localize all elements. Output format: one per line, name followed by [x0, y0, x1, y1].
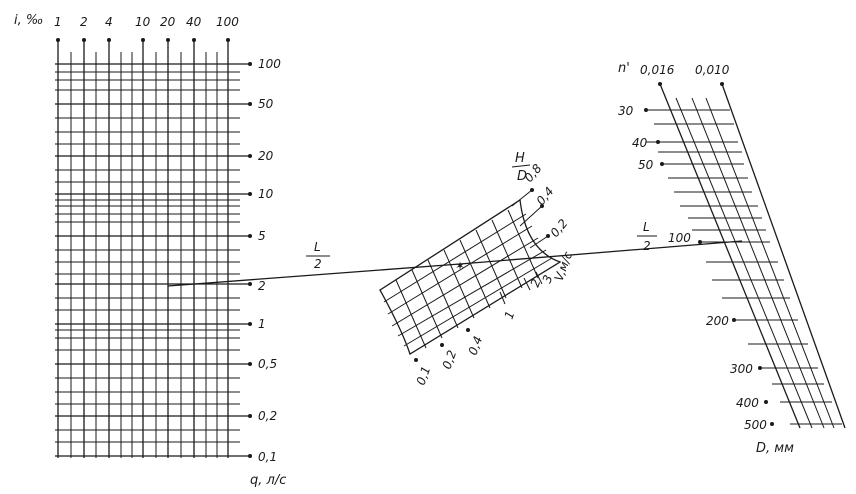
middle-grid: H D 0,8 0,4 0,2 1 2 3 V,м/с 0,1 0,2 0,4 … [379, 151, 576, 387]
left-right-label: 1 [258, 317, 266, 331]
left-right-label: 0,1 [258, 450, 277, 464]
right-left-value: 500 [744, 418, 767, 432]
velocity-label: V,м/с [552, 249, 576, 283]
right-top-value: 0,010 [695, 63, 730, 77]
right-grid-bottom-label: D, мм [756, 441, 794, 456]
hd-label-top: H [515, 151, 525, 166]
right-fraction-top: L [643, 220, 650, 234]
left-right-label: 100 [258, 57, 281, 71]
right-left-value: 100 [668, 231, 691, 245]
right-grid-title: n' [618, 61, 630, 76]
left-grid-bottom-label: q, л/с [250, 473, 286, 488]
hd-value: 0,2 [548, 216, 571, 240]
left-top-label: 10 [135, 15, 151, 29]
right-fraction-bottom: 2 [643, 239, 651, 253]
connector-line: L 2 L 2 [167, 220, 743, 287]
velocity-value: 3 [540, 273, 556, 285]
middle-grid-lines [383, 209, 553, 349]
bottom-value: 0,1 [414, 364, 434, 387]
left-top-label: 4 [105, 15, 113, 29]
right-left-value: 400 [736, 396, 759, 410]
right-grid-horizontal-lines [646, 109, 842, 425]
left-right-label: 0,5 [258, 357, 277, 371]
right-top-value: 0,016 [640, 63, 675, 77]
left-right-label: 50 [258, 97, 274, 111]
right-left-value: 300 [730, 362, 753, 376]
left-top-label: 20 [160, 15, 176, 29]
left-grid-title: i, ‰ [14, 13, 43, 28]
right-left-value: 30 [618, 104, 634, 118]
velocity-value: 1 [502, 309, 518, 321]
intersection-mark: ✶ [455, 259, 465, 273]
left-top-label: 1 [54, 15, 62, 29]
left-grid: i, ‰ 1 2 4 10 20 40 100 100 50 20 10 5 2… [14, 13, 286, 488]
bottom-value: 0,2 [440, 348, 460, 371]
left-right-label: 0,2 [258, 409, 277, 423]
left-grid-vertical-lines [57, 40, 229, 458]
hd-value: 0,4 [534, 184, 557, 208]
right-left-value: 200 [706, 314, 729, 328]
left-grid-right-dots [248, 62, 252, 458]
left-fraction-top: L [314, 240, 321, 254]
left-grid-top-dots [56, 38, 230, 42]
left-top-label: 2 [80, 15, 88, 29]
left-right-label: 10 [258, 187, 274, 201]
velocity-value: 2 [528, 277, 544, 289]
left-grid-horizontal-lines [55, 63, 250, 457]
right-grid: n' 0,016 0,010 30 40 50 100 200 300 400 … [618, 61, 846, 456]
left-top-label: 100 [216, 15, 239, 29]
left-right-label: 2 [258, 279, 266, 293]
right-left-value: 40 [632, 136, 648, 150]
left-right-label: 20 [258, 149, 274, 163]
hd-label-bottom: D [517, 169, 527, 184]
bottom-value: 0,4 [466, 334, 486, 357]
left-right-label: 5 [258, 229, 266, 243]
left-top-label: 40 [186, 15, 202, 29]
left-fraction-bottom: 2 [314, 257, 322, 271]
right-left-value: 50 [638, 158, 654, 172]
